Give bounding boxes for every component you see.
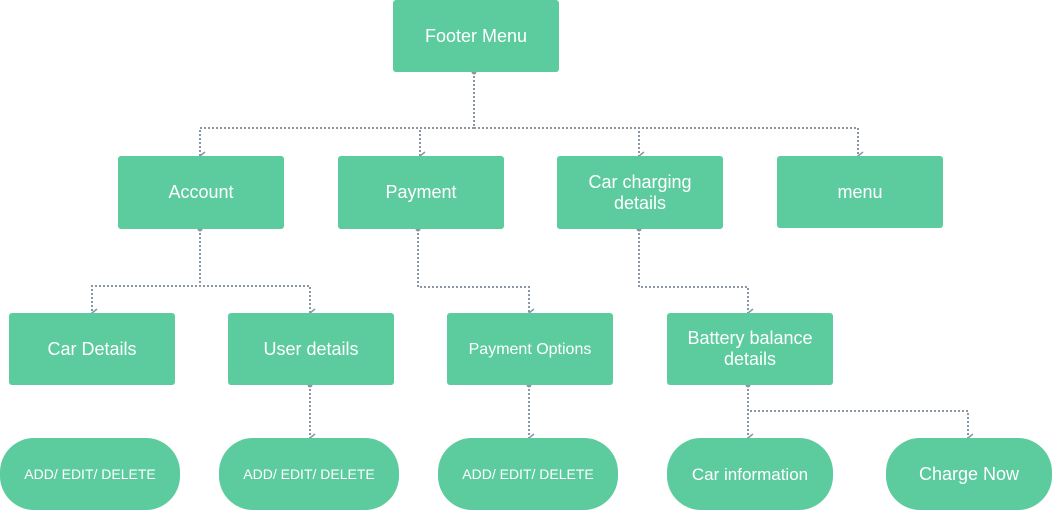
node-payment-options[interactable]: Payment Options [447,313,613,385]
node-label: Car charging details [588,171,692,213]
node-footer-menu[interactable]: Footer Menu [393,0,559,72]
connector-root-charging [473,72,645,161]
node-label: ADD/ EDIT/ DELETE [462,465,594,482]
connector-account-cardetails [90,229,201,318]
node-label: User details [263,338,359,359]
node-label: Account [168,182,234,202]
node-car-charging-details[interactable]: Car charging details [557,156,723,229]
node-label: Car Details [47,338,137,359]
node-user-details[interactable]: User details [228,313,394,385]
connector-battery-chargenow [747,385,974,443]
connector-charging-battery [638,229,754,318]
connector-payment-options [417,229,535,318]
node-label: Footer Menu [424,25,528,46]
node-label: Payment [385,182,457,202]
node-charge-now[interactable]: Charge Now [886,438,1052,510]
connector-root-menu [473,72,864,161]
node-user-add-edit-delete[interactable]: ADD/ EDIT/ DELETE [219,438,399,510]
node-payment[interactable]: Payment [338,156,504,229]
node-label: Battery balance details [687,328,813,369]
node-label: Car information [691,464,809,484]
node-menu[interactable]: menu [777,156,943,228]
node-car-add-edit-delete[interactable]: ADD/ EDIT/ DELETE [0,438,180,510]
connector-root-account [198,72,475,161]
connector-account-userdetails [199,229,316,318]
node-label: ADD/ EDIT/ DELETE [24,465,156,482]
node-label: Payment Options [468,340,592,358]
node-payment-add-edit-delete[interactable]: ADD/ EDIT/ DELETE [438,438,618,510]
node-car-information[interactable]: Car information [667,438,833,510]
connector-root-payment [418,72,475,161]
node-label: Charge Now [918,463,1020,484]
node-label: ADD/ EDIT/ DELETE [243,465,375,482]
node-label: menu [837,181,883,202]
node-car-details[interactable]: Car Details [9,313,175,385]
node-battery-balance-details[interactable]: Battery balance details [667,313,833,385]
node-account[interactable]: Account [118,156,284,229]
